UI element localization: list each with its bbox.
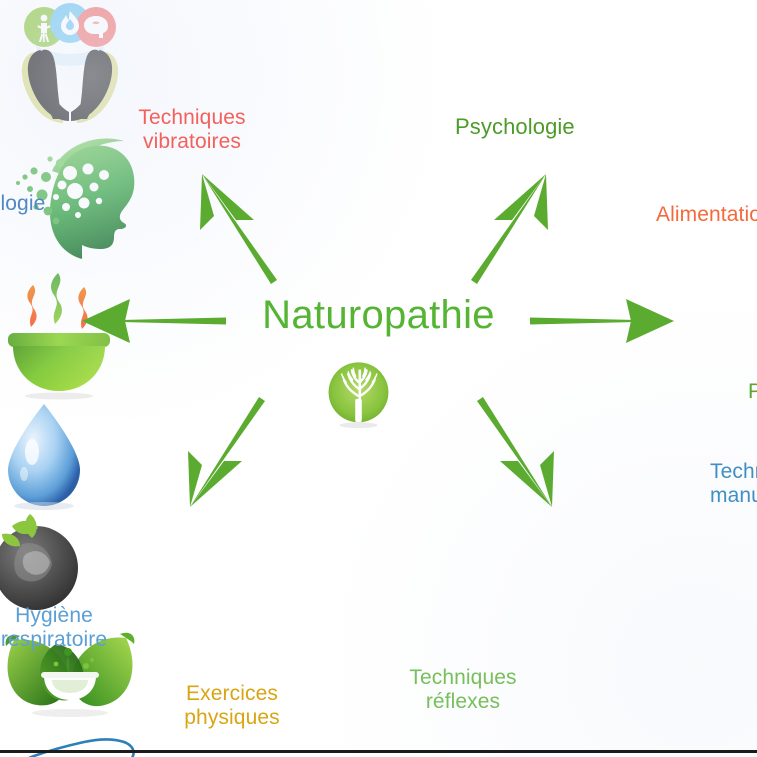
- water-drop-icon: [8, 404, 80, 510]
- tree-in-circle-logo: [328, 362, 389, 429]
- label-hydrologie: Hydrologie: [0, 192, 46, 215]
- label-techniques-manuelles: Techniques manuelles: [710, 460, 757, 507]
- label-plantes-left: Plantes: [0, 383, 16, 407]
- steaming-bowl-icon: [8, 273, 110, 400]
- hands-holding-wellness-circles-icon: [21, 3, 119, 123]
- arrow-up-right: [471, 174, 548, 284]
- label-techniques-vibratoires: Techniques vibratoires: [138, 106, 246, 153]
- arrow-up-left: [200, 174, 277, 284]
- arrow-down-left: [188, 397, 265, 507]
- label-psychologie: Psychologie: [455, 114, 575, 139]
- arrow-down-right: [477, 397, 554, 507]
- label-plantes-right: Plantes: [748, 380, 757, 403]
- arrow-left: [80, 299, 226, 343]
- arrow-right: [530, 299, 676, 343]
- center-title: Naturopathie: [262, 293, 495, 337]
- leaves-mortar-bowl-icon: [5, 632, 135, 717]
- label-techniques-reflexes: Techniques réflexes: [409, 666, 517, 713]
- head-profile-dots-icon: [16, 138, 135, 259]
- label-alimentation: Alimentation: [656, 203, 757, 226]
- label-exercices-physiques: Exercices physiques: [184, 682, 280, 729]
- bottom-divider: [0, 750, 757, 753]
- label-hygiene-respiratoire: Hygiène respiratoire: [0, 604, 108, 651]
- massaging-hands-line-icon: [28, 738, 135, 757]
- dark-circle-leaves-icon: [0, 514, 78, 610]
